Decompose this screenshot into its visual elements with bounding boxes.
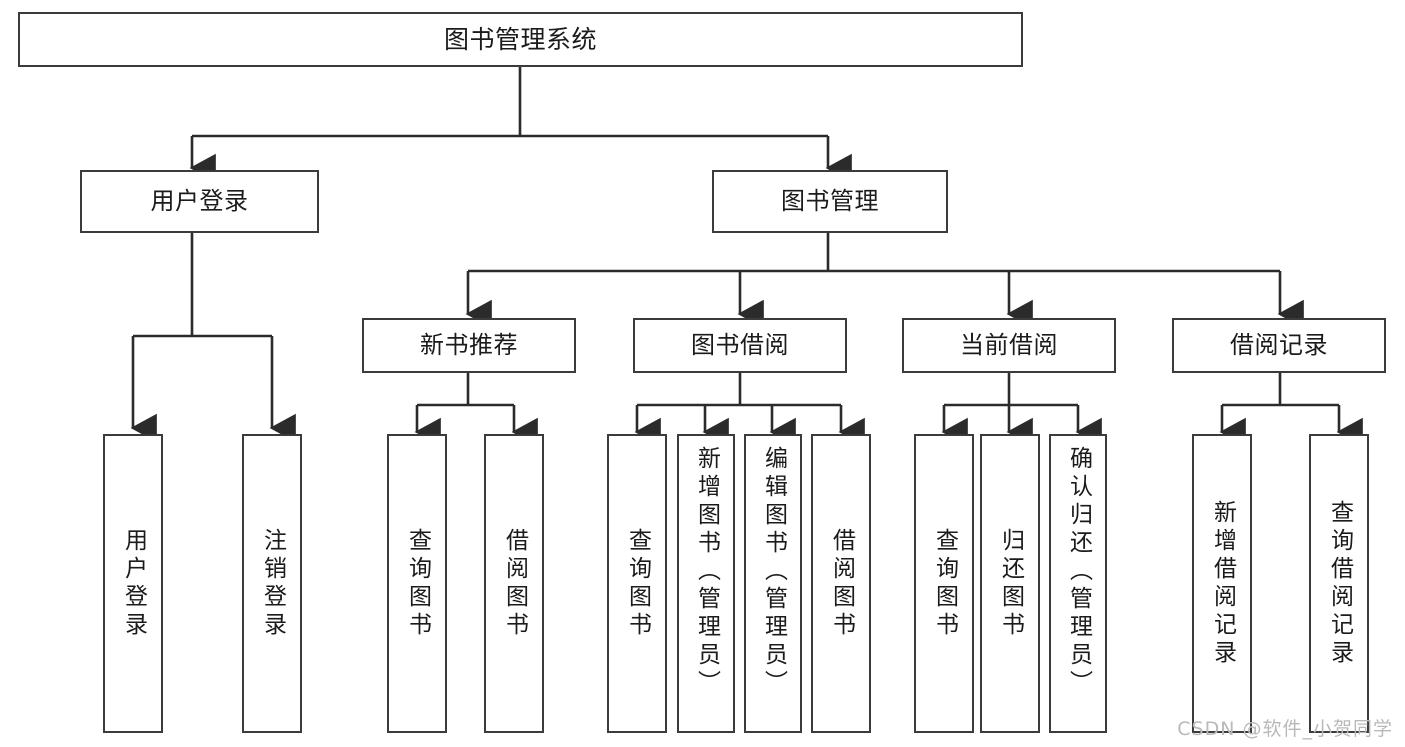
node-leaf-borrow-book-2[interactable]: 借阅图书 (811, 434, 871, 733)
node-leaf-query-record[interactable]: 查询借阅记录 (1309, 434, 1369, 733)
csdn-watermark: CSDN @软件_小贺同学 (1177, 718, 1393, 740)
node-label: 用户登录 (120, 527, 147, 640)
node-leaf-logout[interactable]: 注销登录 (242, 434, 302, 733)
node-label: 新增图书（管理员） (693, 446, 720, 698)
node-label: 借阅记录 (1230, 331, 1328, 360)
node-label: 图书管理 (781, 187, 879, 216)
node-leaf-edit-book[interactable]: 编辑图书（管理员） (744, 434, 802, 733)
node-leaf-query-book-1[interactable]: 查询图书 (387, 434, 447, 733)
node-leaf-confirm-return[interactable]: 确认归还（管理员） (1049, 434, 1107, 733)
node-leaf-user-login[interactable]: 用户登录 (103, 434, 163, 733)
node-new-book-recommend[interactable]: 新书推荐 (362, 318, 576, 373)
node-label: 编辑图书（管理员） (760, 446, 787, 698)
node-label: 借阅图书 (501, 527, 528, 640)
node-label: 图书借阅 (691, 331, 789, 360)
node-label: 借阅图书 (828, 527, 855, 640)
node-book-management-system[interactable]: 图书管理系统 (18, 12, 1023, 67)
node-label: 当前借阅 (960, 331, 1058, 360)
node-leaf-query-book-3[interactable]: 查询图书 (914, 434, 974, 733)
node-leaf-add-book[interactable]: 新增图书（管理员） (677, 434, 735, 733)
node-book-borrow[interactable]: 图书借阅 (633, 318, 847, 373)
node-label: 查询图书 (624, 527, 651, 640)
node-leaf-add-record[interactable]: 新增借阅记录 (1192, 434, 1252, 733)
node-label: 用户登录 (150, 187, 249, 216)
node-borrow-record[interactable]: 借阅记录 (1172, 318, 1386, 373)
node-label: 确认归还（管理员） (1065, 446, 1092, 698)
node-label: 新书推荐 (420, 331, 518, 360)
node-label: 查询图书 (931, 527, 958, 640)
node-leaf-return-book[interactable]: 归还图书 (980, 434, 1040, 733)
node-user-login[interactable]: 用户登录 (80, 170, 319, 233)
node-label: 查询借阅记录 (1326, 499, 1353, 668)
node-label: 查询图书 (404, 527, 431, 640)
node-book-management[interactable]: 图书管理 (712, 170, 948, 233)
node-label: 图书管理系统 (443, 24, 597, 54)
node-label: 新增借阅记录 (1209, 499, 1236, 668)
node-label: 注销登录 (259, 527, 286, 640)
node-label: 归还图书 (997, 527, 1024, 640)
node-leaf-query-book-2[interactable]: 查询图书 (607, 434, 667, 733)
node-leaf-borrow-book-1[interactable]: 借阅图书 (484, 434, 544, 733)
node-current-borrow[interactable]: 当前借阅 (902, 318, 1116, 373)
